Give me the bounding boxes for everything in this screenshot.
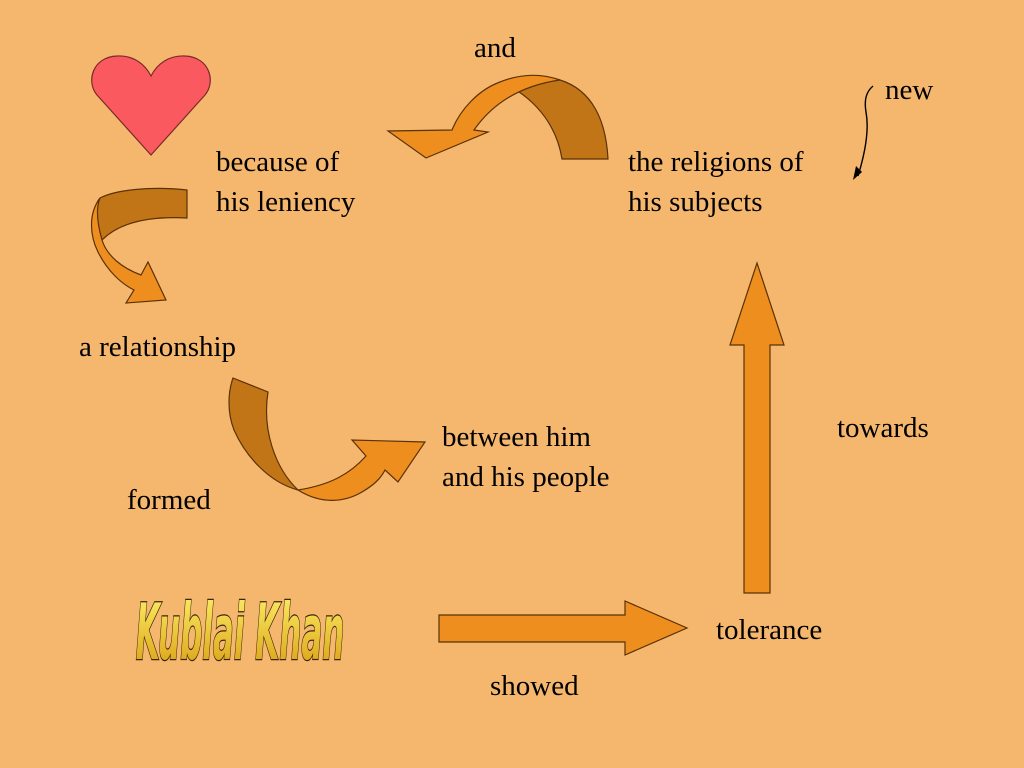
label-religions-line-1: the religions of [628, 146, 804, 178]
label-because-of-line-2: his leniency [216, 186, 356, 218]
label-formed: formed [127, 484, 211, 516]
straight-arrow-icon [438, 600, 689, 656]
label-between-line-2: and his people [442, 461, 610, 493]
label-new: new [885, 74, 934, 106]
label-showed: showed [490, 670, 579, 702]
curved-arrow-icon [386, 74, 609, 160]
heart-icon [91, 55, 211, 156]
curly-arrow-icon [853, 85, 874, 180]
label-relationship: a relationship [79, 331, 237, 363]
label-because-of-line-1: because of [216, 146, 340, 178]
label-between: between him and his people [442, 417, 610, 497]
curved-arrow-icon [90, 187, 188, 304]
curved-arrow-icon [228, 377, 427, 501]
label-religions-line-2: his subjects [628, 186, 763, 218]
label-because-of: because of his leniency [216, 142, 355, 222]
label-between-line-1: between him [442, 421, 591, 453]
label-towards: towards [837, 412, 929, 444]
label-tolerance: tolerance [716, 614, 823, 646]
title-text: Kublai Khan [136, 587, 345, 675]
label-religions: the religions of his subjects [628, 142, 804, 222]
straight-arrow-icon [729, 261, 785, 594]
title-wordart: Kublai Khan [135, 586, 345, 675]
label-and: and [474, 32, 516, 64]
